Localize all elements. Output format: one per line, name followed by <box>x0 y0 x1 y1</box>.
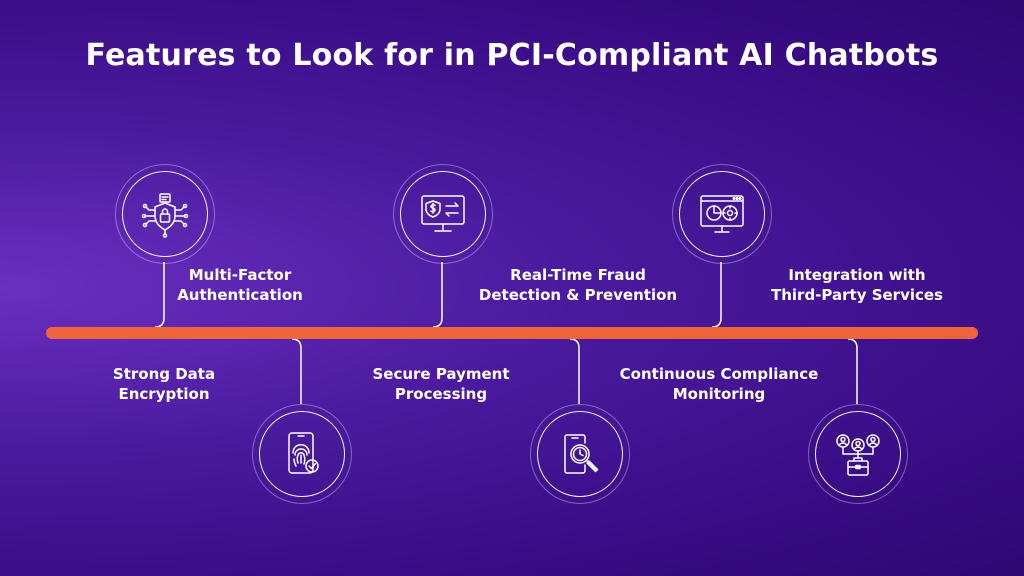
feature-circle-monitoring <box>672 164 772 264</box>
feature-circle-payment <box>393 164 493 264</box>
feature-label-encryption: Strong Data Encryption <box>112 365 216 403</box>
timeline-bar <box>46 327 978 339</box>
phone-magnifier-icon <box>564 434 599 474</box>
connector-4 <box>569 338 580 404</box>
people-briefcase-icon <box>836 434 880 476</box>
connector-5 <box>711 262 722 328</box>
feature-label-integration: Integration with Third-Party Services <box>771 266 943 304</box>
connector-2 <box>291 338 302 404</box>
feature-circle-encryption <box>115 164 215 264</box>
feature-circle-fraud <box>530 404 630 504</box>
connector-6 <box>847 338 858 404</box>
connector-3 <box>432 262 443 328</box>
feature-circle-authentication <box>252 404 352 504</box>
feature-label-fraud: Real-Time Fraud Detection & Prevention <box>478 266 678 304</box>
shield-lock-network-icon <box>141 193 189 238</box>
feature-label-monitoring: Continuous Compliance Monitoring <box>619 365 819 403</box>
feature-label-payment: Secure Payment Processing <box>372 365 510 403</box>
feature-circle-integration <box>808 404 908 504</box>
feature-label-authentication: Multi-Factor Authentication <box>177 266 303 304</box>
phone-fingerprint-icon <box>288 432 319 474</box>
page-title: Features to Look for in PCI-Compliant AI… <box>85 38 939 73</box>
browser-dashboard-icon <box>700 195 744 233</box>
monitor-shield-dollar-icon <box>421 195 465 232</box>
